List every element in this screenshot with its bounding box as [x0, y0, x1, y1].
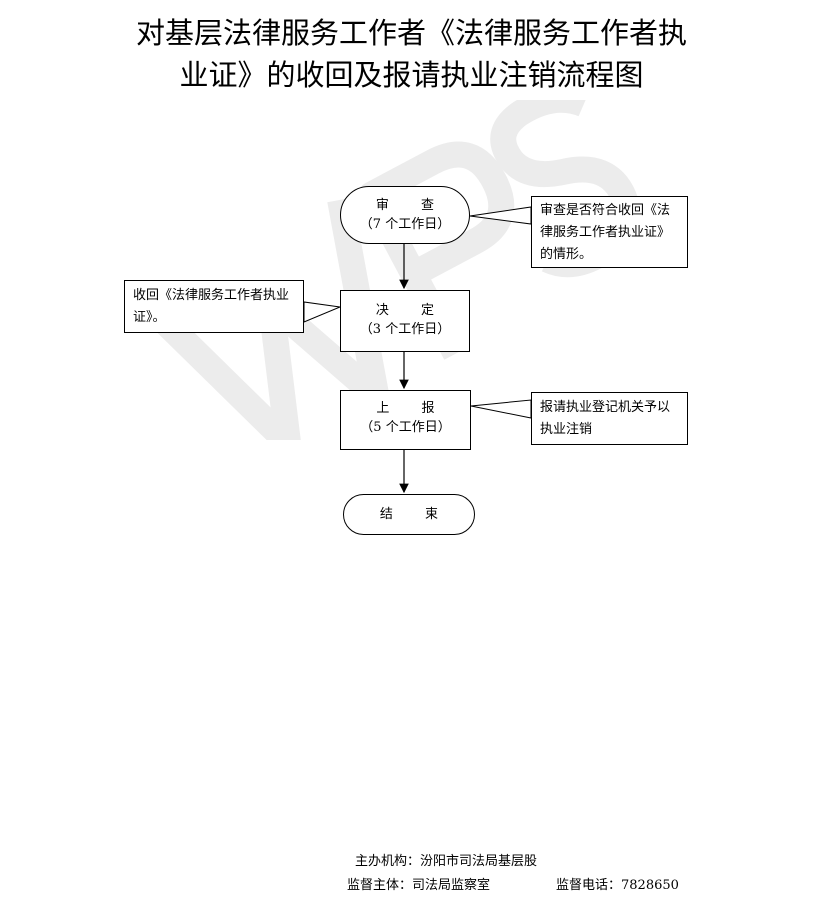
step-end-name: 结 束: [379, 507, 453, 522]
title-line-2: 业证》的收回及报请执业注销流程图: [179, 58, 644, 92]
step-report-duration: （5 个工作日）: [360, 420, 451, 435]
step-decision-name: 决 定: [375, 303, 449, 318]
footer-phone: 监督电话：7828650: [556, 878, 679, 893]
callout-pointer-review: [469, 206, 532, 225]
step-report-name: 上 报: [376, 401, 449, 416]
footer-supervisor: 监督主体：司法局监察室: [347, 878, 491, 893]
step-end: 结 束: [343, 494, 475, 535]
step-decision-duration: （3 个工作日）: [359, 322, 451, 337]
step-decision: 决 定 （3 个工作日）: [340, 290, 470, 352]
note-review-criteria: 审查是否符合收回《法律服务工作者执业证》的情形。: [531, 196, 688, 268]
page-title: 对基层法律服务工作者《法律服务工作者执 业证》的收回及报请执业注销流程图: [0, 12, 823, 96]
callout-pointer-decision: [303, 301, 342, 323]
step-review-name: 审 查: [375, 198, 449, 213]
title-line-1: 对基层法律服务工作者《法律服务工作者执: [135, 16, 687, 50]
step-review: 审 查 （7 个工作日）: [340, 186, 470, 244]
note-report-cancellation: 报请执业登记机关予以执业注销: [531, 392, 688, 445]
callout-pointer-report: [470, 399, 532, 419]
note-revoke-certificate: 收回《法律服务工作者执业证》。: [124, 280, 304, 333]
footer-organizer: 主办机构：汾阳市司法局基层股: [355, 854, 538, 869]
step-report: 上 报 （5 个工作日）: [340, 390, 471, 450]
step-review-duration: （7 个工作日）: [359, 217, 451, 232]
